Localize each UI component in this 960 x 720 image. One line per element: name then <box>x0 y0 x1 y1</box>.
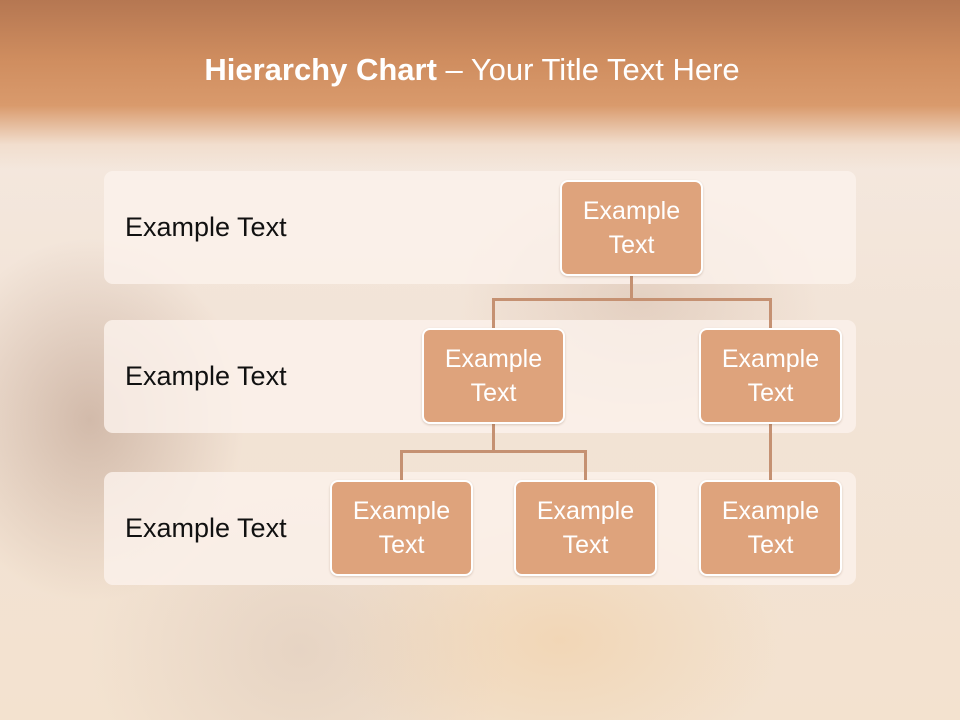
node-text-line1: Example <box>721 497 820 525</box>
connector-root-branch <box>492 298 772 301</box>
slide-title: Hierarchy Chart – Your Title Text Here <box>0 52 944 88</box>
connector-root-down <box>630 274 633 300</box>
level-label-1: Example Text <box>125 212 287 242</box>
node-text-line2: Text <box>608 231 655 259</box>
node-text-line1: Example <box>444 345 543 373</box>
node-text-line1: Example <box>721 345 820 373</box>
connector-to-leaf-3 <box>769 422 772 481</box>
node-text-line2: Text <box>747 379 794 407</box>
node-text-line1: Example <box>582 197 681 225</box>
title-rest-part: – Your Title Text Here <box>436 52 740 87</box>
connector-to-leaf-2 <box>584 450 587 481</box>
node-text-line2: Text <box>562 531 609 559</box>
level-label-2: Example Text <box>125 361 287 391</box>
connector-mid-left-down <box>492 422 495 452</box>
level-label-3: Example Text <box>125 513 287 543</box>
node-text-line2: Text <box>378 531 425 559</box>
node-text-line1: Example <box>352 497 451 525</box>
connector-mid-left-branch <box>400 450 587 453</box>
node-text-line2: Text <box>470 379 517 407</box>
node-text-line1: Example <box>536 497 635 525</box>
connector-to-leaf-1 <box>400 450 403 481</box>
node-text-line2: Text <box>747 531 794 559</box>
level-band-1: Example Text <box>104 171 856 284</box>
connector-to-mid-right <box>769 298 772 328</box>
title-bold-part: Hierarchy Chart <box>204 52 437 87</box>
header-band <box>0 0 960 170</box>
connector-to-mid-left <box>492 298 495 328</box>
